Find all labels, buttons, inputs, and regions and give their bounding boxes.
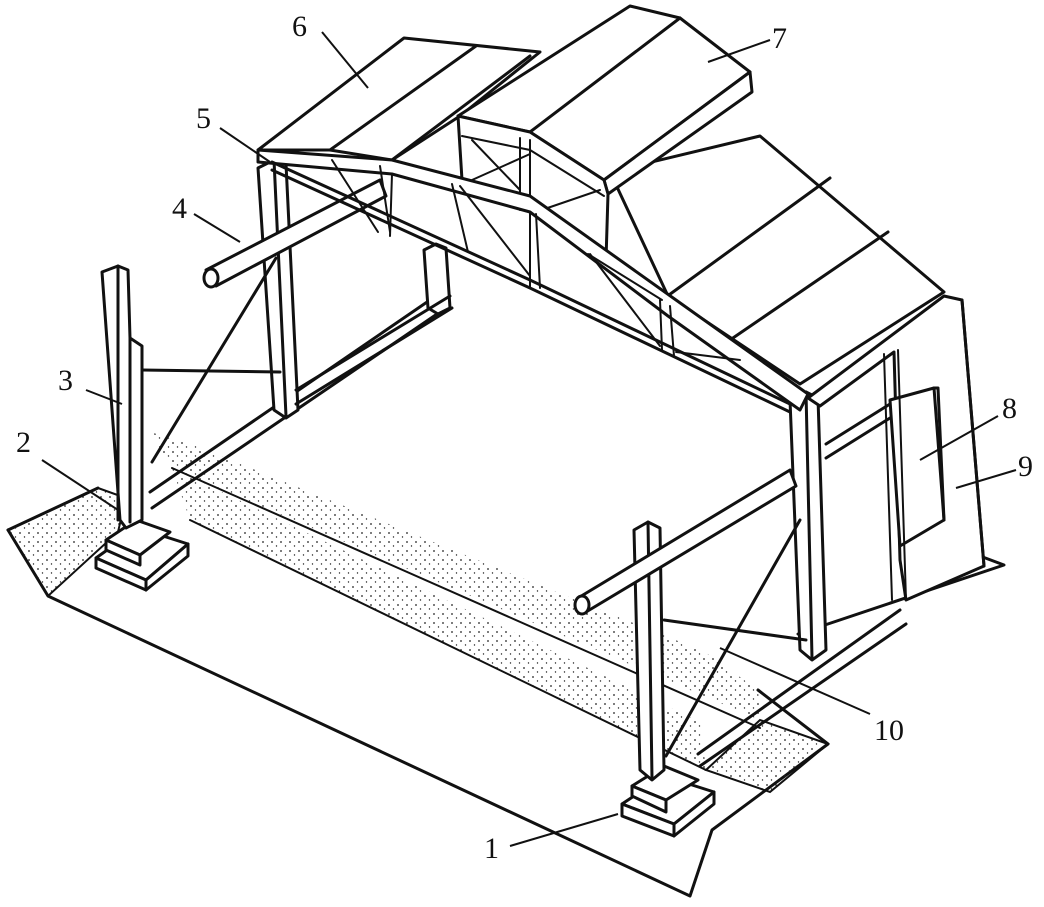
column-right-front bbox=[632, 520, 666, 782]
wind-bracing bbox=[140, 256, 808, 758]
foundation-right bbox=[620, 764, 716, 838]
label-5: 5 bbox=[196, 102, 211, 135]
label-7: 7 bbox=[772, 22, 787, 55]
label-3: 3 bbox=[58, 364, 73, 397]
roof-truss bbox=[256, 148, 810, 414]
leader-lines bbox=[41, 31, 1017, 847]
label-8: 8 bbox=[1002, 392, 1017, 425]
label-10: 10 bbox=[874, 714, 904, 747]
column-left-front bbox=[100, 264, 144, 530]
label-1: 1 bbox=[484, 832, 499, 865]
foundation-beam-strips bbox=[6, 432, 830, 794]
roof-panels bbox=[256, 36, 946, 386]
label-6: 6 bbox=[292, 10, 307, 43]
label-4: 4 bbox=[172, 192, 187, 225]
crane-beam-right bbox=[573, 468, 798, 616]
end-wall bbox=[806, 294, 986, 602]
connecting-beams bbox=[294, 294, 892, 460]
foundation-left bbox=[94, 518, 190, 592]
label-2: 2 bbox=[16, 426, 31, 459]
callout-labels: 1 2 3 4 5 6 7 8 9 10 bbox=[16, 10, 1033, 865]
label-9: 9 bbox=[1018, 450, 1033, 483]
column-left-mid bbox=[256, 158, 300, 420]
crane-beam-left bbox=[202, 178, 388, 289]
